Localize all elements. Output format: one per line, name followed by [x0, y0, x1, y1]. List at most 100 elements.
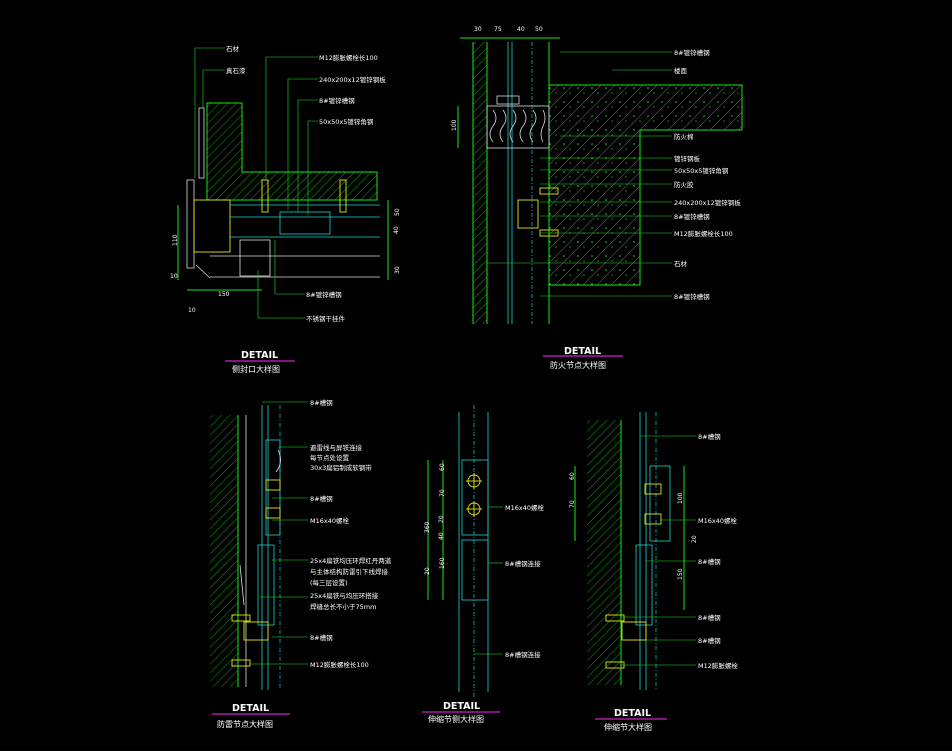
label-note3: 30x3扁铝制成软钢带: [310, 463, 372, 472]
stone-panel-top: [198, 107, 205, 179]
dim-60: 60: [439, 463, 446, 471]
dim-40: 40: [393, 226, 400, 234]
slab-outline: [548, 84, 743, 286]
label-channel2: 8#镀锌槽钢: [306, 290, 342, 299]
dim-100: 100: [451, 119, 458, 131]
fire-wool-box: [486, 105, 550, 149]
label-plate: 240x200x12镀锌钢板: [319, 75, 386, 84]
dim-360: 360: [424, 521, 431, 533]
label-slab: 楼面: [674, 66, 688, 75]
upper-plate: [649, 465, 671, 542]
leader-glue: [202, 69, 225, 108]
upper-plate: [461, 459, 489, 536]
equalizer-strap: [239, 564, 245, 606]
label-channel-top: 8#槽钢: [310, 398, 333, 407]
lightning-wire: [275, 449, 281, 473]
label-channel-bottom: 8#镀锌槽钢: [674, 292, 710, 301]
subtitle-d5: 伸缩节大样图: [604, 722, 652, 732]
label-note2: 每节点处设置: [310, 453, 350, 462]
label-bolt-m16: M16x40螺栓: [505, 503, 544, 512]
bolt-upper-1: [265, 479, 281, 491]
dim-40: 40: [517, 26, 525, 33]
leader-angle: [307, 120, 318, 215]
detail-fire-node: 30 75 40 50 100 8#镀锌槽钢 楼面 防火棉 镀锌钢板 50x50…: [451, 26, 743, 370]
stone-left: [186, 179, 195, 269]
dim-60: 60: [569, 472, 576, 480]
dim-70: 70: [569, 500, 576, 508]
label-plate: 240x200x12镀锌钢板: [674, 198, 741, 207]
dim-10-bottom: 10: [188, 307, 196, 314]
plate-left: [193, 199, 231, 253]
label-bolt: M12膨胀螺栓长100: [319, 53, 378, 62]
label-angle: 50x50x5镀锌角钢: [319, 117, 374, 126]
plate: [621, 621, 647, 641]
label-bolt-m12: M12膨胀螺栓长100: [310, 660, 369, 669]
bolt-lower-1: [605, 614, 625, 622]
dim-50: 50: [535, 26, 543, 33]
bolt-lower-1: [231, 614, 251, 622]
label-fire-wool: 防火棉: [674, 132, 694, 141]
dim-100: 100: [677, 492, 684, 504]
label-channel2: 8#槽钢: [698, 557, 721, 566]
top-bracket: [496, 95, 520, 105]
label-fire-glue: 防火胶: [674, 180, 694, 189]
dim-20a: 20: [438, 515, 445, 523]
leader-hanger: [257, 270, 305, 319]
dim-110: 110: [172, 234, 179, 246]
dim-75: 75: [494, 26, 502, 33]
sealant-mark: [195, 264, 211, 279]
title-d2: DETAIL: [564, 346, 601, 357]
dim-10-left: 10: [170, 273, 178, 280]
title-d4: DETAIL: [443, 701, 480, 712]
lower-channel: [257, 544, 275, 626]
label-note4: 25x4扁铁均压环焊红丹两道: [310, 556, 392, 565]
label-note1: 避雷线与屏铁连接: [310, 443, 363, 452]
title-d3: DETAIL: [232, 703, 269, 714]
subtitle-d3: 防雷节点大样图: [217, 719, 273, 729]
label-channel1: 8#槽钢: [698, 432, 721, 441]
subtitle-d2: 防火节点大样图: [550, 360, 606, 370]
bolt-lower-2: [231, 659, 251, 667]
label-channel-top: 8#镀锌槽钢: [674, 48, 710, 57]
label-channel-low: 8#槽钢: [310, 633, 333, 642]
detail-expansion-side: 60 70 20 40 360 160 20 M16x40螺栓 8#槽钢连接 8…: [422, 405, 544, 724]
lower-channel: [635, 544, 653, 626]
wall-hatch: [210, 415, 238, 687]
label-stone: 石材: [226, 44, 240, 53]
channel-box: [279, 211, 331, 235]
label-bolt-m16: M16x40螺栓: [698, 516, 737, 525]
leader-stone: [194, 47, 225, 178]
label-galv-plate: 镀锌钢板: [674, 154, 701, 163]
label-note6: (每三层设置): [310, 578, 348, 587]
detail-lightning-node: 8#槽钢 避雷线与屏铁连接 每节点处设置 30x3扁铝制成软钢带 8#槽钢 M1…: [210, 398, 392, 729]
bolt-1: [261, 179, 269, 213]
label-channel-conn: 8#槽钢连接: [505, 559, 541, 568]
label-glue: 真石漆: [226, 66, 246, 75]
dim-30: 30: [474, 26, 482, 33]
wall-stone-hatch: [473, 42, 487, 324]
title-d5: DETAIL: [614, 708, 651, 719]
label-channel4: 8#槽钢: [698, 636, 721, 645]
label-bolt: M12膨胀螺栓长100: [674, 229, 733, 238]
dim-20: 20: [691, 535, 698, 543]
dim-150: 150: [218, 291, 230, 298]
title-d1: DETAIL: [241, 350, 278, 361]
label-angle: 50x50x5镀锌角钢: [674, 166, 729, 175]
subtitle-d1: 侧封口大样图: [232, 364, 280, 374]
fire-wool-waves: [489, 109, 546, 143]
dim-70: 70: [439, 489, 446, 497]
concrete-slab: [549, 85, 742, 285]
dim-40: 40: [438, 532, 445, 540]
label-note5: 与主体结构防雷引下线焊接: [310, 567, 389, 576]
bolt-1: [539, 187, 559, 195]
leader-channel: [297, 99, 318, 212]
bolt-upper-2: [265, 507, 281, 519]
label-note7: 25x4扁铁与均压环搭接: [310, 591, 379, 600]
leader-plate: [287, 78, 318, 210]
dim-150: 150: [677, 568, 684, 580]
wall-hatch: [587, 420, 621, 685]
dim-20b: 20: [424, 567, 431, 575]
plate: [243, 621, 269, 641]
dim-50: 50: [394, 208, 401, 216]
